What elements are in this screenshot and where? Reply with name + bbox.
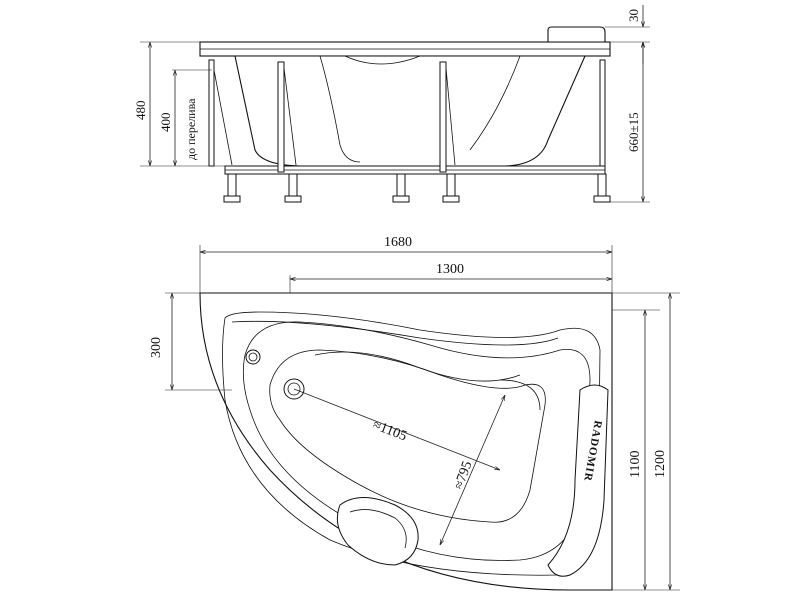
dim-length-outer: 1680 bbox=[384, 235, 412, 250]
side-headrest bbox=[547, 26, 606, 43]
dim-overflow: 400 bbox=[158, 113, 173, 133]
top-basin-floor bbox=[269, 349, 546, 523]
top-outer-shell bbox=[199, 292, 613, 591]
dim-length-inner: 1300 bbox=[436, 262, 464, 277]
top-view: RADOMIR ≈1105 ≈795 1680 1300 300 1100 bbox=[149, 235, 680, 591]
dim-adjust: 660±15 bbox=[626, 112, 641, 152]
dim-corner: 300 bbox=[149, 337, 164, 358]
side-tub-shell bbox=[234, 55, 586, 167]
dim-width-inner: 1100 bbox=[628, 451, 643, 478]
overflow-hole bbox=[245, 349, 261, 365]
label-overflow: до перелива bbox=[184, 98, 198, 160]
top-armrest bbox=[547, 384, 609, 577]
side-view: 30 660±15 480 400 до перелива bbox=[133, 5, 650, 203]
dim-rim: 30 bbox=[626, 9, 641, 22]
top-headrest bbox=[336, 497, 419, 566]
side-legs bbox=[208, 59, 611, 203]
dim-total: 480 bbox=[133, 101, 148, 121]
dim-width-outer: 1200 bbox=[653, 450, 668, 478]
